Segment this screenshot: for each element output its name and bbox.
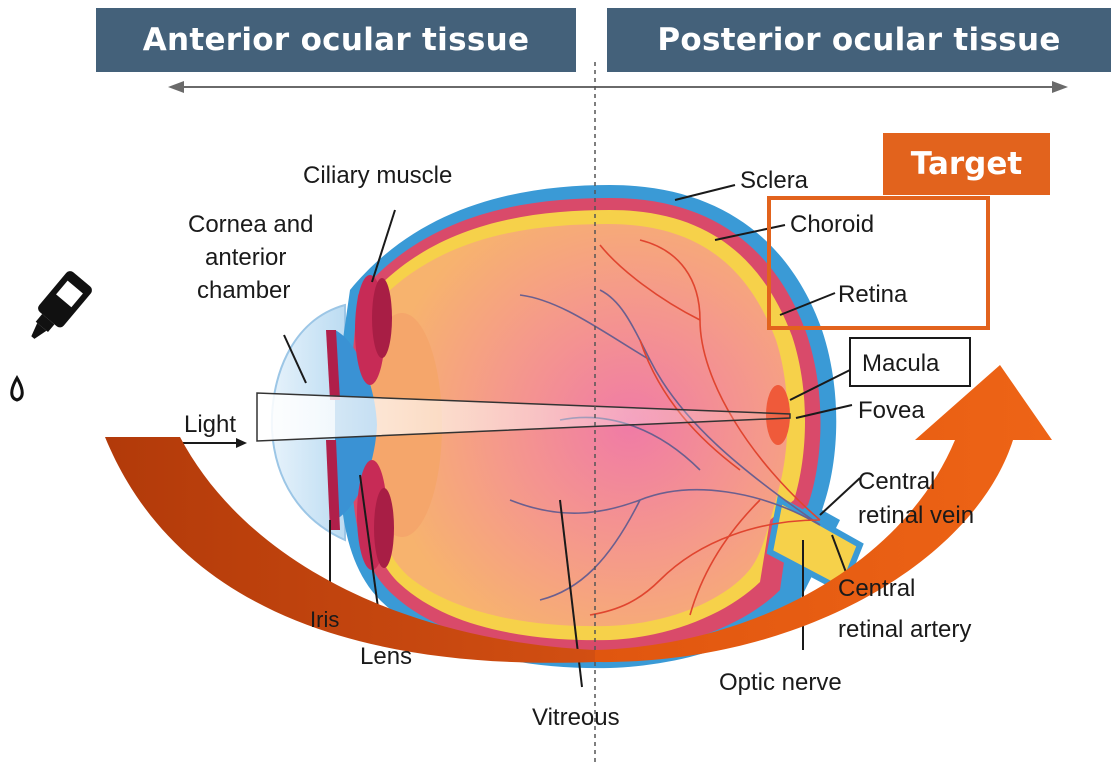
target-tag: Target bbox=[883, 133, 1050, 195]
light-label: Light bbox=[184, 411, 236, 438]
central-retinal-artery-label-line2: retinal artery bbox=[838, 616, 971, 643]
lens-label: Lens bbox=[360, 643, 412, 670]
droplet-icon bbox=[12, 378, 23, 400]
sclera-label: Sclera bbox=[740, 167, 809, 194]
macula-label: Macula bbox=[862, 350, 940, 377]
central-retinal-vein-label-line1: Central bbox=[858, 468, 935, 495]
region-double-arrow bbox=[168, 81, 1068, 93]
cornea-label-line2: anterior bbox=[205, 244, 286, 271]
vitreous-label: Vitreous bbox=[532, 704, 620, 731]
cornea-label-line3: chamber bbox=[197, 277, 290, 304]
central-retinal-artery-label-line1: Central bbox=[838, 575, 915, 602]
fovea-label: Fovea bbox=[858, 397, 925, 424]
central-retinal-vein-label-line2: retinal vein bbox=[858, 502, 974, 529]
target-highlight-box bbox=[767, 196, 990, 330]
ciliary-muscle-lower-2 bbox=[374, 488, 394, 568]
optic-nerve-label: Optic nerve bbox=[719, 669, 842, 696]
iris-label: Iris bbox=[310, 607, 339, 632]
ciliary-muscle-upper-2 bbox=[372, 278, 392, 358]
target-label: Target bbox=[911, 146, 1022, 182]
ciliary-muscle-label: Ciliary muscle bbox=[303, 162, 452, 189]
eye-drop-bottle-icon bbox=[21, 269, 94, 348]
cornea-label-line1: Cornea and bbox=[188, 211, 313, 238]
